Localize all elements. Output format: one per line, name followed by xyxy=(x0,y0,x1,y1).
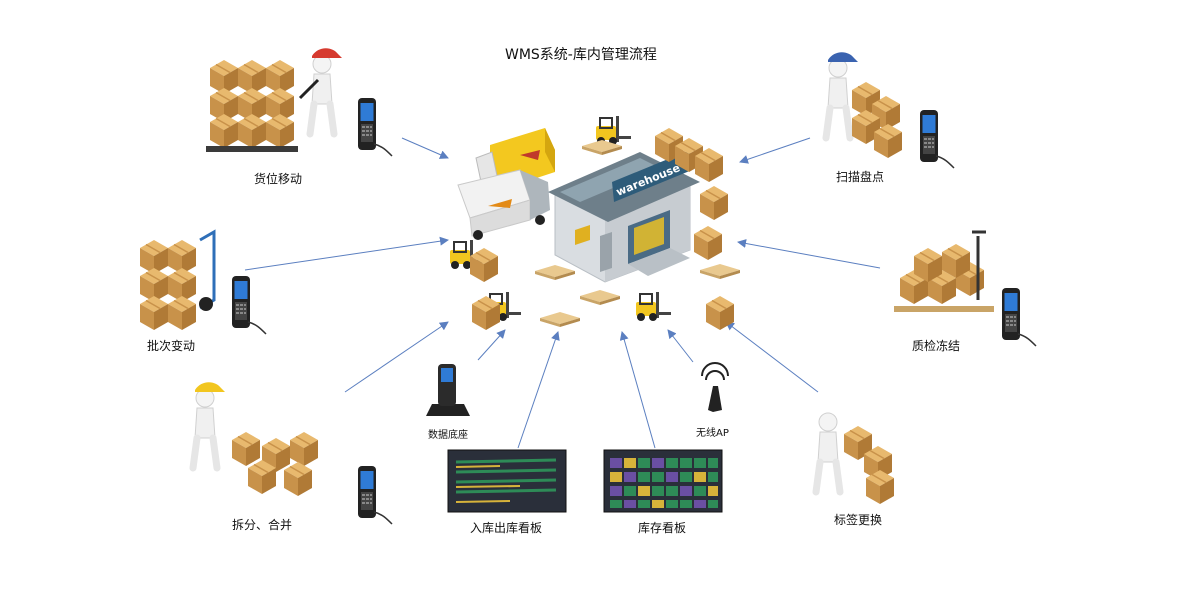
label-inout-board: 入库出库看板 xyxy=(470,521,543,535)
label-split-merge: 拆分、合并 xyxy=(232,518,293,532)
arrow-wireless-ap xyxy=(667,329,694,363)
node-wireless-ap xyxy=(701,362,729,412)
label-wireless-ap: 无线AP xyxy=(696,428,729,439)
label-batch-change: 批次变动 xyxy=(147,339,196,353)
box-stack-icon xyxy=(843,425,895,505)
pallet-jack-boxes-icon xyxy=(894,230,994,312)
arrow-batch-change xyxy=(244,236,449,271)
node-data-cradle xyxy=(426,364,470,416)
arrow-location-move xyxy=(401,137,449,159)
label-location-move: 货位移动 xyxy=(254,172,303,186)
forklift-icon xyxy=(635,291,672,322)
arrow-label-change xyxy=(725,321,819,393)
box-stack-icon xyxy=(231,431,319,497)
label-stock-board: 库存看板 xyxy=(638,521,687,535)
white-truck-icon xyxy=(457,169,550,240)
cradle-scanner-icon xyxy=(426,364,470,416)
arrow-data-cradle xyxy=(477,329,506,361)
central-warehouse-cluster: warehouse xyxy=(449,115,740,331)
hand-truck-boxes-icon xyxy=(139,229,216,331)
node-inventory-scan xyxy=(826,52,955,169)
node-label-change xyxy=(816,413,895,505)
node-split-merge xyxy=(193,382,393,525)
flow-arrows xyxy=(244,137,881,449)
worker-carrying-icon xyxy=(826,52,858,138)
diagram-title: WMS系统-库内管理流程 xyxy=(505,47,657,63)
box-stack-icon xyxy=(851,81,903,159)
node-inout-board xyxy=(447,449,567,513)
label-data-cradle: 数据底座 xyxy=(428,430,468,441)
arrow-qc-freeze xyxy=(737,239,881,269)
node-location-move xyxy=(206,48,393,157)
arrow-inventory-scan xyxy=(739,137,811,164)
handheld-scanner-icon xyxy=(231,275,267,335)
box-stack-icon xyxy=(206,59,298,152)
label-inventory-scan: 扫描盘点 xyxy=(836,170,885,184)
node-qc-freeze xyxy=(894,230,1037,347)
node-stock-board xyxy=(603,449,723,513)
arrow-split-merge xyxy=(344,321,449,393)
arrow-inout-board xyxy=(517,331,560,449)
node-batch-change xyxy=(139,229,267,335)
label-label-change: 标签更换 xyxy=(834,513,883,527)
wifi-antenna-icon xyxy=(701,362,729,412)
handheld-scanner-icon xyxy=(919,109,955,169)
handheld-scanner-icon xyxy=(357,465,393,525)
arrow-stock-board xyxy=(619,331,656,449)
stock-board-screen xyxy=(603,449,723,513)
warehouse-building-icon: warehouse xyxy=(548,150,700,283)
handheld-scanner-icon xyxy=(357,97,393,157)
worker-carrying-icon xyxy=(816,413,840,492)
inout-board-screen xyxy=(447,449,567,513)
worker-with-jack-icon xyxy=(193,382,225,468)
label-qc-freeze: 质检冻结 xyxy=(912,339,961,353)
handheld-scanner-icon xyxy=(1001,287,1037,347)
worker-pushing-icon xyxy=(298,48,342,134)
